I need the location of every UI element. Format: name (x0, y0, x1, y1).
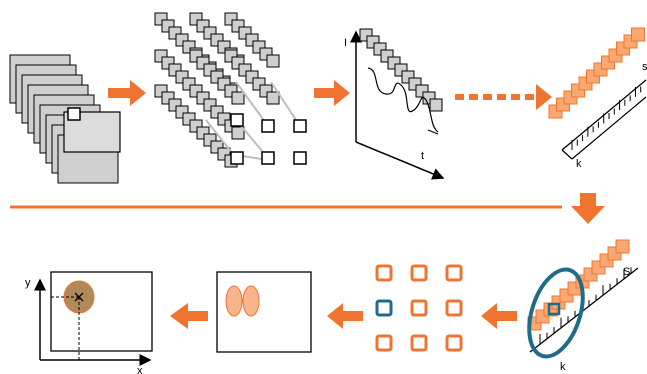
pixel-square (230, 113, 244, 127)
circled-spectrum-plot: S k (527, 239, 639, 373)
intensity-time-plot: I t (344, 28, 445, 180)
axis-label-k: k (576, 158, 582, 170)
axis-label-x: x (137, 365, 143, 374)
mode-square (375, 334, 393, 352)
pixel-track (270, 81, 301, 127)
location-plot: y x (25, 271, 153, 374)
pixel-square (261, 151, 275, 165)
pixel-square (231, 91, 245, 105)
spectrum-bin (631, 27, 645, 42)
mode-square (375, 299, 393, 317)
mode-squares-grid (375, 264, 463, 352)
mode-square (410, 264, 428, 282)
mode-shape-image (216, 271, 312, 353)
dashed-arrow-icon (455, 84, 552, 110)
mode-square (445, 299, 463, 317)
axis-label-y: y (25, 277, 31, 289)
mode-square (375, 264, 393, 282)
mode-square (410, 299, 428, 317)
selected-mode-box (547, 302, 561, 316)
spectrum-plot: k s (548, 27, 647, 170)
axis-label-s: s (642, 61, 647, 73)
left-arrow-icon (327, 303, 363, 329)
axis-label-t: t (421, 150, 424, 162)
axis-label-k-bottom: k (560, 361, 566, 373)
pixel-square (266, 54, 280, 68)
axis-label-i: I (344, 37, 347, 49)
left-arrow-icon (481, 303, 517, 329)
right-arrow-icon (108, 80, 146, 106)
selection-ellipse (527, 267, 585, 359)
pixel-square (266, 91, 280, 105)
pixel-square (231, 126, 245, 140)
pixel-square (261, 119, 275, 133)
left-arrow-icon (170, 303, 208, 329)
pixel-track (235, 81, 269, 127)
pixel-square (429, 98, 443, 112)
pixel-square (293, 151, 307, 165)
intensity-signal-curve (367, 67, 439, 133)
pixel-square (230, 151, 244, 165)
right-arrow-icon (314, 80, 350, 106)
mode-square (445, 334, 463, 352)
pixel-square (67, 107, 81, 121)
down-arrow-icon (571, 193, 605, 224)
mode-square (445, 264, 463, 282)
pixel-square (293, 119, 307, 133)
frame-stack (9, 54, 121, 184)
pixel-diagonals (154, 12, 307, 168)
spectrum-bin (615, 239, 630, 254)
axis-label-s-bottom: S (623, 266, 630, 278)
mode-square (410, 334, 428, 352)
